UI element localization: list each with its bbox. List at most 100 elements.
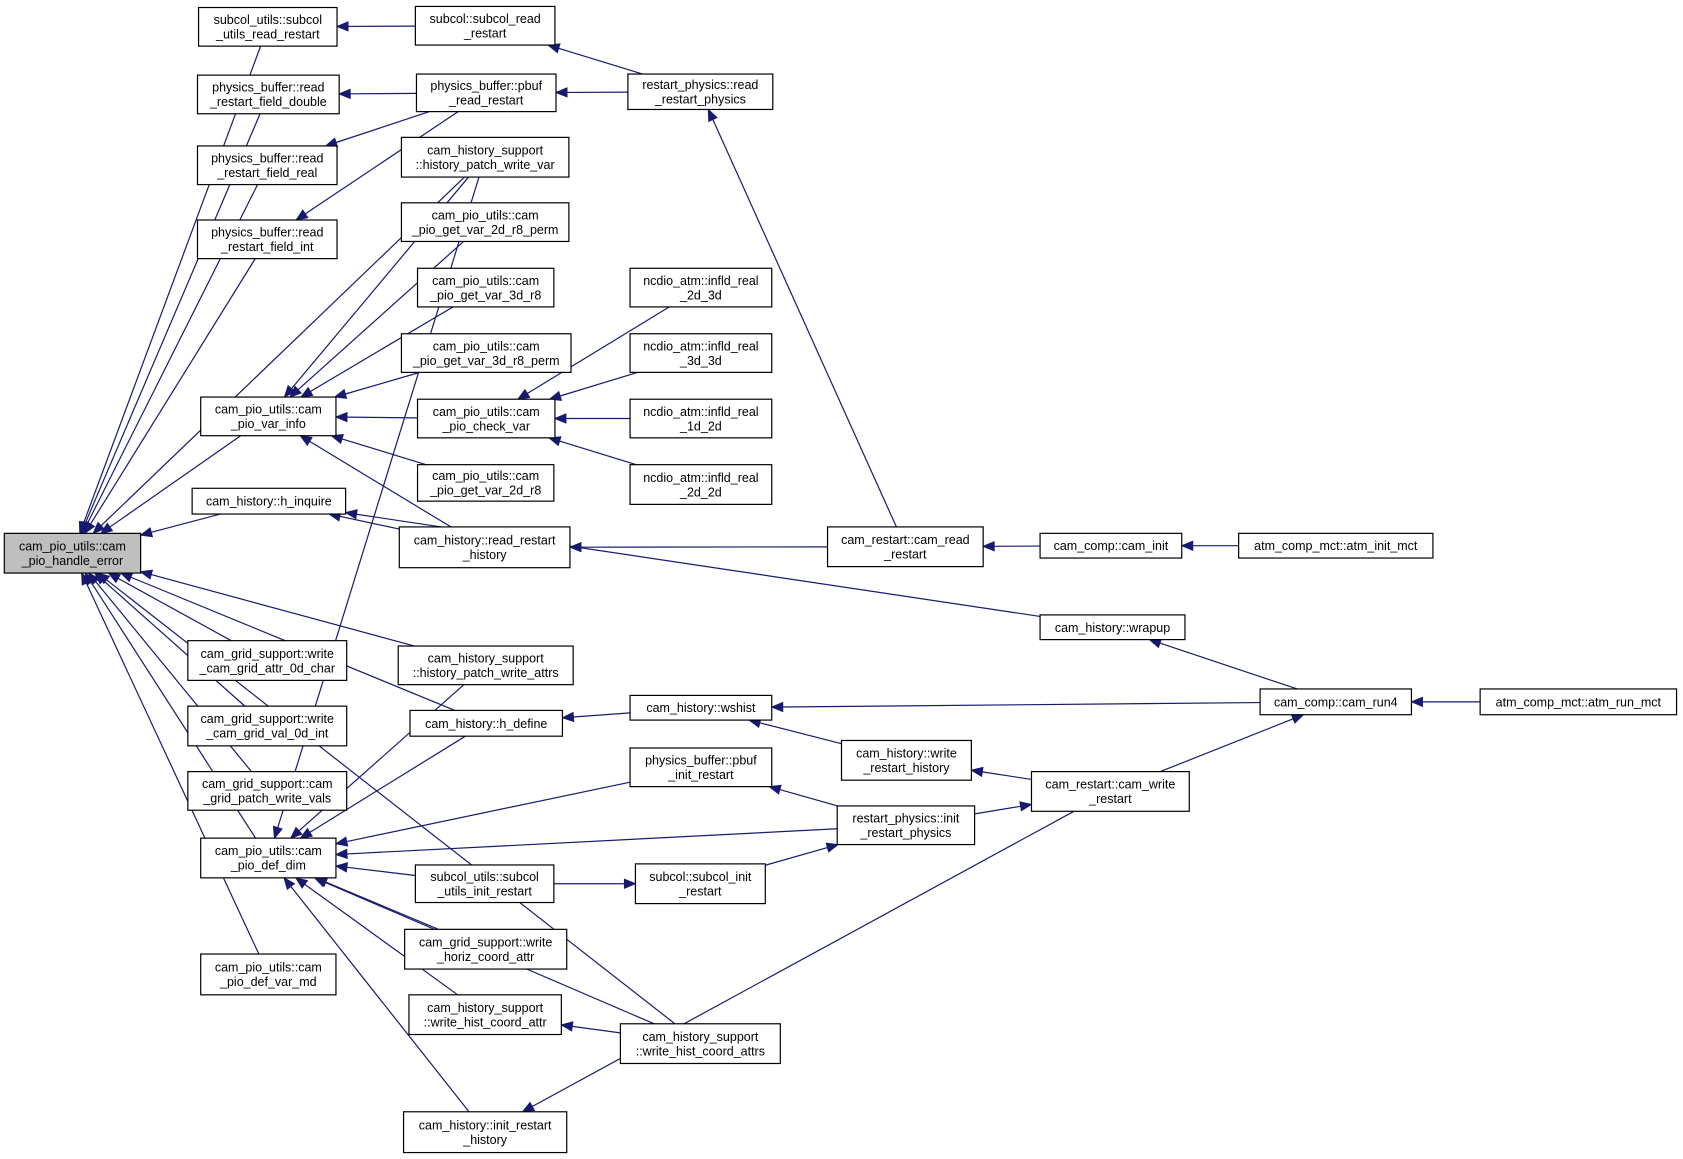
node-box[interactable] bbox=[400, 202, 570, 243]
node-h-define[interactable]: cam_history::h_define bbox=[409, 709, 564, 737]
node-get-2d[interactable]: cam_pio_utils::cam_pio_get_var_2d_r8 bbox=[416, 464, 555, 502]
node-subcol-utils-init[interactable]: subcol_utils::subcol_utils_init_restart bbox=[414, 864, 555, 904]
node-ncd-2d2d[interactable]: ncdio_atm::infld_real_2d_2d bbox=[629, 464, 773, 505]
node-box[interactable] bbox=[196, 145, 338, 186]
node-box[interactable] bbox=[1479, 688, 1678, 716]
node-label: _grid_patch_write_vals bbox=[202, 792, 331, 806]
node-get-3d[interactable]: cam_pio_utils::cam_pio_get_var_3d_r8 bbox=[416, 267, 555, 308]
node-box[interactable] bbox=[634, 863, 766, 905]
node-def-var-md[interactable]: cam_pio_utils::cam_pio_def_var_md bbox=[200, 953, 337, 996]
node-box[interactable] bbox=[197, 6, 338, 47]
node-box[interactable] bbox=[3, 532, 142, 574]
node-init-restart-hist[interactable]: cam_history::init_restart_history bbox=[402, 1111, 568, 1154]
node-ncd-2d3d[interactable]: ncdio_atm::infld_real_2d_3d bbox=[629, 267, 773, 308]
node-get-2d-perm[interactable]: cam_pio_utils::cam_pio_get_var_2d_r8_per… bbox=[400, 202, 570, 243]
node-box[interactable] bbox=[416, 398, 556, 439]
node-box[interactable] bbox=[404, 928, 568, 970]
node-hs-patch-var[interactable]: cam_history_support::history_patch_write… bbox=[400, 136, 570, 178]
node-box[interactable] bbox=[414, 864, 555, 904]
edge-ncd-3d3d-to-check-var bbox=[548, 371, 638, 401]
node-subcol-init[interactable]: subcol::subcol_init_restart bbox=[634, 863, 766, 905]
edge-hs-patch-attrs-to-root bbox=[139, 569, 415, 647]
node-gs-0d-int[interactable]: cam_grid_support::write_cam_grid_val_0d_… bbox=[187, 705, 348, 747]
node-pb-double[interactable]: physics_buffer::read_restart_field_doubl… bbox=[196, 74, 340, 115]
node-box[interactable] bbox=[200, 837, 337, 879]
node-label: cam_comp::cam_init bbox=[1054, 539, 1169, 553]
node-wrapup[interactable]: cam_history::wrapup bbox=[1039, 614, 1186, 641]
node-cam-run4[interactable]: cam_comp::cam_run4 bbox=[1259, 688, 1413, 716]
node-wshist[interactable]: cam_history::wshist bbox=[629, 694, 773, 721]
node-box[interactable] bbox=[187, 640, 348, 681]
node-box[interactable] bbox=[397, 645, 574, 686]
node-box[interactable] bbox=[400, 333, 572, 373]
node-atm-init[interactable]: atm_comp_mct::atm_init_mct bbox=[1238, 532, 1434, 559]
node-box[interactable] bbox=[629, 267, 773, 308]
node-get-3d-perm[interactable]: cam_pio_utils::cam_pio_get_var_3d_r8_per… bbox=[400, 333, 572, 373]
edge-line bbox=[559, 371, 638, 397]
node-box[interactable] bbox=[196, 219, 338, 260]
node-box[interactable] bbox=[1039, 532, 1183, 559]
node-atm-run[interactable]: atm_comp_mct::atm_run_mct bbox=[1479, 688, 1678, 716]
node-box[interactable] bbox=[1259, 688, 1413, 716]
node-gs-patch-vals[interactable]: cam_grid_support::cam_grid_patch_write_v… bbox=[187, 770, 348, 811]
arrowhead bbox=[283, 384, 296, 399]
node-box[interactable] bbox=[415, 73, 557, 113]
node-box[interactable] bbox=[191, 487, 347, 515]
node-ncd-1d2d[interactable]: ncdio_atm::infld_real_1d_2d bbox=[629, 398, 773, 439]
node-box[interactable] bbox=[416, 267, 555, 308]
node-subcol-utils-read[interactable]: subcol_utils::subcol_utils_read_restart bbox=[197, 6, 338, 47]
node-cam-init[interactable]: cam_comp::cam_init bbox=[1039, 532, 1183, 559]
node-h-inquire[interactable]: cam_history::h_inquire bbox=[191, 487, 347, 515]
node-box[interactable] bbox=[629, 694, 773, 721]
node-box[interactable] bbox=[619, 1023, 781, 1065]
node-box[interactable] bbox=[402, 1111, 568, 1154]
node-box[interactable] bbox=[836, 805, 976, 846]
node-box[interactable] bbox=[414, 5, 556, 46]
node-box[interactable] bbox=[629, 333, 773, 373]
node-box[interactable] bbox=[840, 739, 972, 781]
node-rp-read[interactable]: restart_physics::read_restart_physics bbox=[627, 73, 774, 111]
node-cr-write[interactable]: cam_restart::cam_write_restart bbox=[1030, 770, 1190, 812]
node-rp-init[interactable]: restart_physics::init_restart_physics bbox=[836, 805, 976, 846]
node-box[interactable] bbox=[400, 136, 570, 178]
node-def-dim[interactable]: cam_pio_utils::cam_pio_def_dim bbox=[200, 837, 337, 879]
node-hs-patch-attrs[interactable]: cam_history_support::history_patch_write… bbox=[397, 645, 574, 686]
node-gs-horiz[interactable]: cam_grid_support::write_horiz_coord_attr bbox=[404, 928, 568, 970]
edge-get-3d-perm-to-var-info bbox=[333, 371, 420, 399]
node-pb-pbuf-read[interactable]: physics_buffer::pbuf_read_restart bbox=[415, 73, 557, 113]
node-box[interactable] bbox=[408, 994, 562, 1036]
node-box[interactable] bbox=[629, 398, 773, 439]
node-box[interactable] bbox=[196, 74, 340, 115]
node-pb-int[interactable]: physics_buffer::read_restart_field_int bbox=[196, 219, 338, 260]
node-box[interactable] bbox=[1039, 614, 1186, 641]
edge-line bbox=[526, 306, 670, 394]
node-pb-init[interactable]: physics_buffer::pbuf_init_restart bbox=[629, 747, 773, 788]
node-box[interactable] bbox=[1030, 770, 1190, 812]
node-ncd-3d3d[interactable]: ncdio_atm::infld_real_3d_3d bbox=[629, 333, 773, 373]
node-box[interactable] bbox=[187, 770, 348, 811]
node-box[interactable] bbox=[1238, 532, 1434, 559]
node-box[interactable] bbox=[627, 73, 774, 111]
node-box[interactable] bbox=[826, 526, 984, 568]
node-hist-write[interactable]: cam_history::write_restart_history bbox=[840, 739, 972, 781]
arrowhead bbox=[299, 435, 313, 447]
node-hs-coord-attrs[interactable]: cam_history_support::write_hist_coord_at… bbox=[619, 1023, 781, 1065]
edge-line bbox=[346, 416, 418, 419]
node-var-info[interactable]: cam_pio_utils::cam_pio_var_info bbox=[200, 396, 337, 437]
node-box[interactable] bbox=[416, 464, 555, 502]
node-box[interactable] bbox=[629, 464, 773, 505]
node-pb-real[interactable]: physics_buffer::read_restart_field_real bbox=[196, 145, 338, 186]
node-box[interactable] bbox=[398, 526, 571, 569]
node-gs-0d-char[interactable]: cam_grid_support::write_cam_grid_attr_0d… bbox=[187, 640, 348, 681]
node-box[interactable] bbox=[187, 705, 348, 747]
node-box[interactable] bbox=[409, 709, 564, 737]
node-hist-read[interactable]: cam_history::read_restart_history bbox=[398, 526, 571, 569]
node-check-var[interactable]: cam_pio_utils::cam_pio_check_var bbox=[416, 398, 556, 439]
node-cr-read[interactable]: cam_restart::cam_read_restart bbox=[826, 526, 984, 568]
node-box[interactable] bbox=[629, 747, 773, 788]
node-box[interactable] bbox=[200, 396, 337, 437]
node-root[interactable]: cam_pio_utils::cam_pio_handle_error bbox=[3, 532, 142, 574]
node-subcol-read[interactable]: subcol::subcol_read_restart bbox=[414, 5, 556, 46]
node-hs-coord-attr[interactable]: cam_history_support::write_hist_coord_at… bbox=[408, 994, 562, 1036]
node-box[interactable] bbox=[200, 953, 337, 996]
